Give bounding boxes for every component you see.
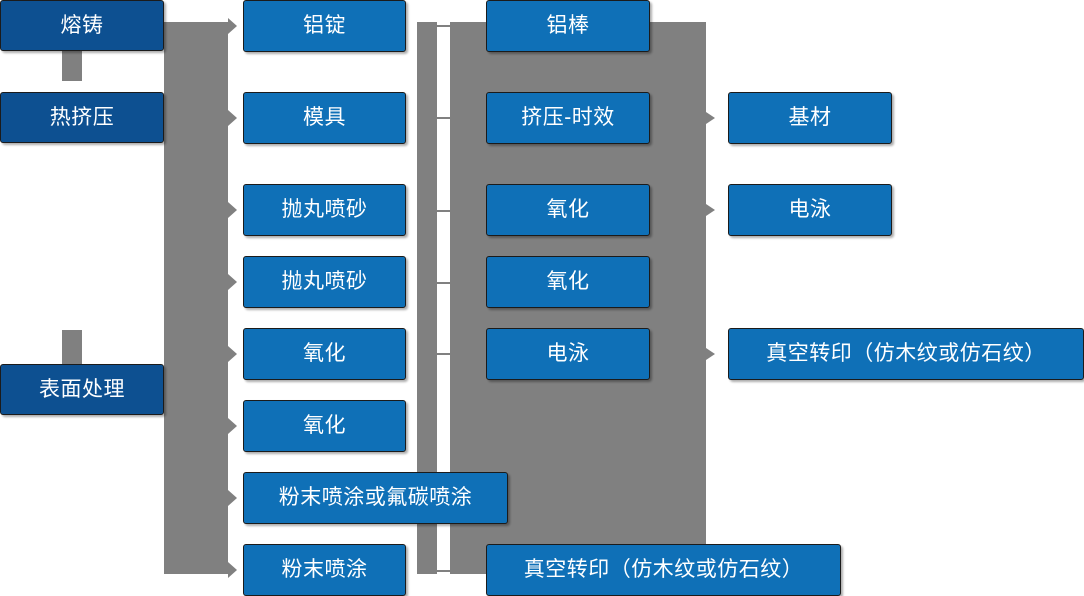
node-c2h[interactable]: 粉末喷涂: [243, 544, 406, 596]
connector-arrow-to-c2e: [228, 346, 237, 362]
node-c2a[interactable]: 铝锭: [243, 0, 406, 52]
connector-arrow-to-c2c: [228, 202, 237, 218]
connector-arrow-to-c2a: [228, 18, 237, 34]
node-c2c[interactable]: 抛丸喷砂: [243, 184, 406, 236]
connector-arrow-to-c2f: [228, 418, 237, 434]
node-label: 抛丸喷砂: [281, 198, 368, 222]
node-c3f[interactable]: 真空转印（仿木纹或仿石纹）: [486, 544, 841, 596]
node-label: 粉末喷涂: [281, 558, 368, 582]
node-label: 真空转印（仿木纹或仿石纹）: [523, 558, 804, 582]
node-c4a[interactable]: 基材: [728, 92, 892, 144]
node-c2b[interactable]: 模具: [243, 92, 406, 144]
node-label: 电泳: [788, 198, 832, 222]
connector-arrow-to-c2g: [228, 490, 237, 506]
node-c2d[interactable]: 抛丸喷砂: [243, 256, 406, 308]
node-label: 挤压-时效: [521, 106, 615, 130]
node-label: 熔铸: [60, 13, 104, 37]
connector-arrow-to-c2b: [228, 110, 237, 126]
node-label: 氧化: [303, 342, 346, 366]
node-s1[interactable]: 熔铸: [0, 0, 164, 51]
connector-bar-inputs-right: [417, 22, 437, 574]
node-c4c[interactable]: 真空转印（仿木纹或仿石纹）: [728, 328, 1084, 380]
node-label: 表面处理: [39, 377, 125, 401]
node-c3b[interactable]: 挤压-时效: [486, 92, 650, 144]
connector-arrow-to-c2d: [228, 274, 237, 290]
node-c3e[interactable]: 电泳: [486, 328, 650, 380]
connector-arrow-to-c2h: [228, 562, 237, 578]
connector-arrow-to-c4c: [706, 348, 715, 360]
node-c3d[interactable]: 氧化: [486, 256, 650, 308]
connector-arrow-to-c4b: [706, 204, 715, 216]
connector-stub-stage1: [62, 51, 82, 81]
node-label: 模具: [303, 106, 346, 130]
node-label: 基材: [788, 106, 832, 130]
node-label: 粉末喷涂或氟碳喷涂: [278, 486, 473, 510]
node-label: 氧化: [546, 198, 590, 222]
node-label: 氧化: [546, 270, 590, 294]
connector-band-stage-to-inputs: [164, 22, 228, 574]
node-label: 抛丸喷砂: [281, 270, 368, 294]
node-c2g[interactable]: 粉末喷涂或氟碳喷涂: [243, 472, 508, 524]
node-c3c[interactable]: 氧化: [486, 184, 650, 236]
connector-line-stage3: [164, 388, 184, 390]
node-c2f[interactable]: 氧化: [243, 400, 406, 452]
node-c3a[interactable]: 铝棒: [486, 0, 650, 52]
connector-stub-stage3: [62, 330, 82, 366]
node-label: 铝棒: [546, 14, 590, 38]
node-c4b[interactable]: 电泳: [728, 184, 892, 236]
node-label: 真空转印（仿木纹或仿石纹）: [766, 342, 1046, 366]
node-s3[interactable]: 表面处理: [0, 364, 164, 415]
node-c2e[interactable]: 氧化: [243, 328, 406, 380]
node-label: 电泳: [546, 342, 590, 366]
node-label: 热挤压: [49, 105, 115, 129]
node-s2[interactable]: 热挤压: [0, 92, 164, 143]
node-label: 氧化: [303, 414, 346, 438]
node-label: 铝锭: [303, 14, 346, 38]
connector-arrow-to-c4a: [706, 112, 715, 124]
